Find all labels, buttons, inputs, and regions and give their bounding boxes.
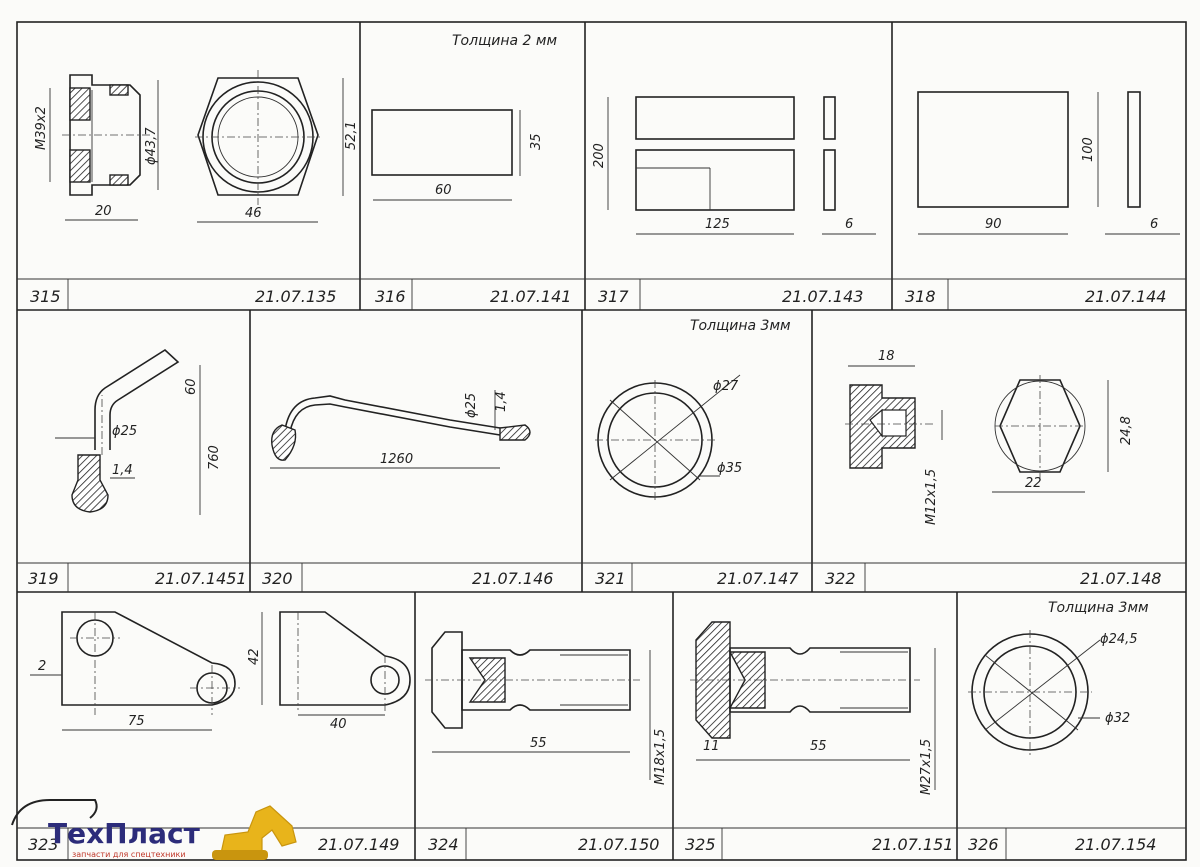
tehplast-logo: ТехПласт запчасти для спецтехники xyxy=(11,799,297,860)
dimension: 24,8 xyxy=(1119,416,1134,445)
part-code: 21.07.147 xyxy=(717,569,799,588)
part-322-drawing xyxy=(845,365,1109,493)
part-326-drawing xyxy=(968,630,1101,755)
thickness-note: Толщина 3мм xyxy=(1048,600,1149,616)
dimension: 60 xyxy=(435,183,452,198)
part-number: 324 xyxy=(428,835,459,854)
dimension: ϕ25 xyxy=(112,424,137,439)
part-323-drawing xyxy=(30,611,411,731)
part-number: 317 xyxy=(598,287,629,306)
part-number: 321 xyxy=(595,569,626,588)
dimension: 75 xyxy=(128,714,145,729)
logo-name: ТехПласт xyxy=(48,817,201,850)
part-code: 21.07.148 xyxy=(1080,569,1161,588)
part-number: 315 xyxy=(30,287,61,306)
dimension: 55 xyxy=(810,739,827,754)
dimension: 55 xyxy=(530,736,547,751)
part-code: 21.07.143 xyxy=(782,287,863,306)
dimension: 20 xyxy=(95,204,112,219)
dimension: ϕ43,7 xyxy=(144,127,159,165)
dimension: 100 xyxy=(1081,137,1096,162)
dimension: 90 xyxy=(985,217,1002,232)
part-code: 21.07.150 xyxy=(578,835,659,854)
grid-frame xyxy=(16,21,1187,861)
dimension: 1,4 xyxy=(112,463,133,478)
dimension: M27x1,5 xyxy=(919,739,934,795)
thickness-note: Толщина 3мм xyxy=(690,318,791,334)
dimension: 40 xyxy=(330,717,347,732)
dimension: 18 xyxy=(878,349,895,364)
dimension: 52,1 xyxy=(344,121,359,150)
excavator-icon xyxy=(212,805,297,860)
dimension: 2 xyxy=(38,659,46,674)
dimension: 42 xyxy=(247,648,262,665)
dimension: ϕ35 xyxy=(717,461,742,476)
dimension: 60 xyxy=(184,378,199,395)
dimension: M18x1,5 xyxy=(653,729,668,785)
part-number: 318 xyxy=(905,287,936,306)
part-code: 21.07.135 xyxy=(255,287,336,306)
labels: 315 21.07.135 M39x2 ϕ43,7 52,1 20 46 316… xyxy=(28,33,1166,854)
part-319-drawing xyxy=(55,348,201,515)
part-325-drawing xyxy=(690,621,936,790)
part-code: 21.07.146 xyxy=(472,569,553,588)
part-number: 323 xyxy=(28,835,59,854)
dimension: ϕ27 xyxy=(713,379,739,394)
part-code: 21.07.1451 xyxy=(155,569,247,588)
part-317-drawing xyxy=(607,96,876,235)
dimension: 46 xyxy=(245,206,262,221)
dimension: 6 xyxy=(1150,217,1158,232)
dimension: 11 xyxy=(703,739,720,754)
dimension: ϕ24,5 xyxy=(1100,632,1138,647)
part-number: 326 xyxy=(968,835,999,854)
dimension: ϕ32 xyxy=(1105,711,1130,726)
part-number: 322 xyxy=(825,569,856,588)
part-315-drawing xyxy=(49,70,344,223)
dimension: 1,4 xyxy=(494,391,509,412)
dimension: 6 xyxy=(845,217,853,232)
part-number: 319 xyxy=(28,569,59,588)
dimension: M12x1,5 xyxy=(924,469,939,525)
dimension: ϕ25 xyxy=(464,393,479,418)
dimension: 22 xyxy=(1025,476,1042,491)
part-number: 320 xyxy=(262,569,293,588)
thickness-note: Толщина 2 мм xyxy=(452,33,557,49)
part-code: 21.07.149 xyxy=(318,835,399,854)
part-code: 21.07.144 xyxy=(1085,287,1166,306)
part-code: 21.07.151 xyxy=(872,835,953,854)
part-318-drawing xyxy=(917,91,1180,235)
dimension: M39x2 xyxy=(34,106,49,150)
part-number: 316 xyxy=(375,287,406,306)
part-code: 21.07.141 xyxy=(490,287,571,306)
part-320-drawing xyxy=(270,390,531,469)
dimension: 200 xyxy=(592,143,607,168)
dimension: 1260 xyxy=(380,452,413,467)
dimension: 35 xyxy=(529,133,544,150)
part-324-drawing xyxy=(425,631,651,780)
part-316-drawing xyxy=(371,109,521,201)
part-number: 325 xyxy=(685,835,716,854)
logo-tagline: запчасти для спецтехники xyxy=(72,850,186,859)
dimension: 760 xyxy=(207,445,222,470)
part-321-drawing xyxy=(595,374,741,500)
dimension: 125 xyxy=(705,217,730,232)
part-code: 21.07.154 xyxy=(1075,835,1156,854)
